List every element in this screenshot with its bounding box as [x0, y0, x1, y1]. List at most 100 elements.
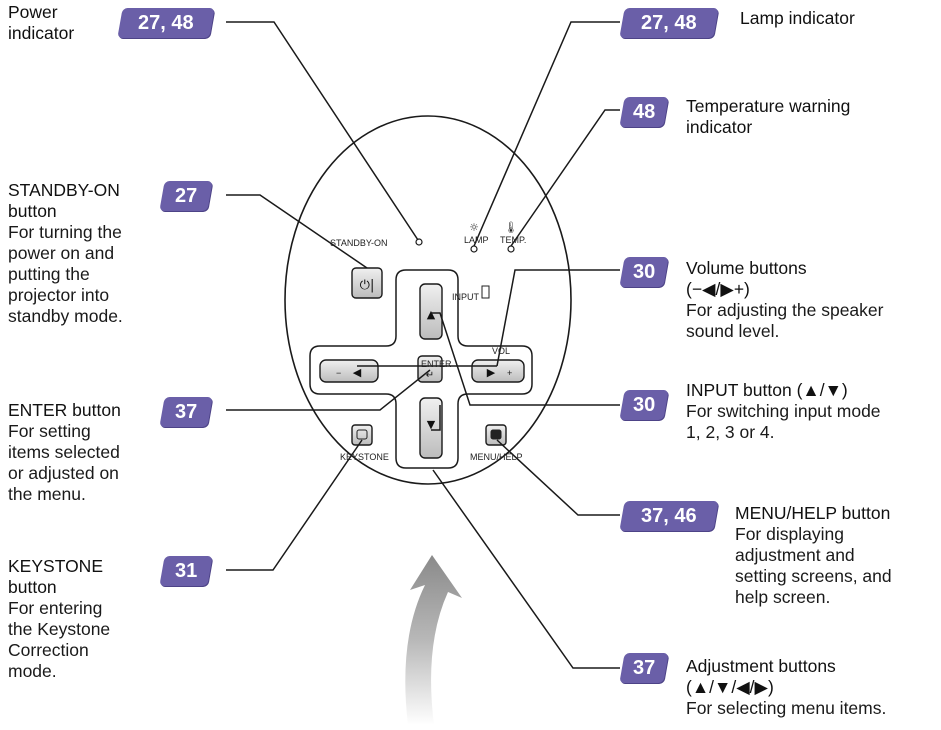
standby-title-line-1: STANDBY-ON	[8, 180, 120, 200]
enter-icon: ↵	[426, 370, 434, 381]
leader-input-2	[431, 405, 441, 431]
panel-plus-label: +	[507, 368, 512, 378]
right-arrow-icon: ▶	[487, 366, 496, 379]
volume-desc-line-2: sound level.	[686, 321, 780, 341]
page-ref-badge-temp: 48	[619, 97, 669, 127]
page-ref-badge-lamp: 27, 48	[619, 8, 719, 38]
page-ref-badge-power: 27, 48	[117, 8, 215, 38]
panel-vol-label: VOL	[492, 346, 510, 356]
keystone-desc-line-1: For entering	[8, 598, 103, 618]
standby-on-label: STANDBY-ON button For turning the power …	[8, 180, 123, 327]
leader-keystone	[226, 439, 363, 571]
standby-desc-line-1: For turning the	[8, 222, 122, 242]
page-ref-badge-enter: 37	[159, 397, 213, 427]
adjust-title-line-1: Adjustment buttons	[686, 656, 836, 676]
volume-minus-button[interactable]	[319, 359, 379, 383]
standby-desc-line-4: projector into	[8, 285, 110, 305]
keystone-desc-line-4: mode.	[8, 661, 57, 681]
input-desc-line-1: For switching input mode	[686, 401, 881, 421]
temp-label-line-1: Temperature warning	[686, 96, 851, 116]
enter-desc-line-4: the menu.	[8, 484, 86, 504]
power-indicator-led	[415, 238, 423, 246]
page-ref-badge-keystone: 31	[159, 556, 213, 586]
down-arrow-icon: ▼	[427, 418, 436, 431]
panel-keystone-label: KEYSTONE	[340, 452, 389, 462]
volume-desc-line-1: For adjusting the speaker	[686, 300, 884, 320]
menu-desc-line-1: For displaying	[735, 524, 844, 544]
temp-label-line-2: indicator	[686, 117, 753, 137]
leader-enter	[226, 369, 431, 411]
orientation-arrow	[405, 555, 462, 725]
page-ref-badge-menu: 37, 46	[619, 501, 719, 531]
left-arrow-icon: ◀	[353, 366, 362, 379]
panel-minus-label: −	[336, 368, 341, 378]
panel-input-label: INPUT	[452, 292, 480, 302]
leader-input	[431, 312, 620, 406]
menu-desc-line-3: setting screens, and	[735, 566, 892, 586]
volume-title-line-2: (−◀/▶+)	[686, 279, 750, 299]
standby-title-line-2: button	[8, 201, 57, 221]
leader-temp	[510, 109, 620, 247]
power-label-line-1: Power	[8, 2, 58, 22]
power-label-line-2: indicator	[8, 23, 75, 43]
page-ref-badge-input: 30	[619, 390, 669, 420]
keystone-icon	[356, 429, 368, 440]
panel-enter-label: ENTER	[421, 359, 452, 369]
lamp-indicator-label: Lamp indicator	[740, 8, 855, 29]
leader-adjust	[432, 469, 620, 669]
panel-temp-label: TEMP.	[500, 235, 526, 245]
lamp-indicator-led	[470, 245, 478, 253]
lamp-icon: ☼	[469, 221, 479, 234]
enter-desc-line-1: For setting	[8, 421, 91, 441]
menu-title: MENU/HELP button	[735, 503, 891, 523]
enter-title: ENTER button	[8, 400, 121, 420]
leader-power	[226, 21, 419, 241]
panel-lamp-label: LAMP	[464, 235, 489, 245]
adjust-title-line-2: (▲/▼/◀/▶)	[686, 677, 774, 697]
temp-indicator-led	[507, 245, 515, 253]
keystone-button-label: KEYSTONE button For entering the Keyston…	[8, 556, 110, 682]
input-icon	[481, 285, 490, 299]
leader-lamp	[473, 21, 620, 247]
panel-standby-label: STANDBY-ON	[330, 238, 388, 248]
volume-title-line-1: Volume buttons	[686, 258, 807, 278]
standby-desc-line-3: putting the	[8, 264, 90, 284]
menu-icon	[490, 429, 502, 440]
leader-menu	[496, 439, 620, 516]
power-indicator-label: Power indicator	[8, 2, 74, 44]
menu-desc-line-2: adjustment and	[735, 545, 855, 565]
thermometer-icon: 🌡	[504, 221, 518, 234]
keystone-title-line-2: button	[8, 577, 57, 597]
temperature-indicator-label: Temperature warning indicator	[686, 96, 850, 138]
up-arrow-icon: ▲	[427, 308, 436, 321]
panel-menu-label: MENU/HELP	[470, 452, 523, 462]
menu-help-label: MENU/HELP button For displaying adjustme…	[735, 503, 892, 608]
power-icon: ⏻|	[360, 278, 375, 293]
lamp-label-text: Lamp indicator	[740, 8, 855, 28]
up-input-button[interactable]	[419, 283, 443, 340]
enter-desc-line-3: or adjusted on	[8, 463, 119, 483]
keystone-title-line-1: KEYSTONE	[8, 556, 103, 576]
page-ref-badge-standby: 27	[159, 181, 213, 211]
keystone-desc-line-3: Correction	[8, 640, 89, 660]
input-title: INPUT button (▲/▼)	[686, 380, 848, 400]
menu-desc-line-4: help screen.	[735, 587, 831, 607]
down-input-button[interactable]	[419, 397, 443, 459]
enter-button-label: ENTER button For setting items selected …	[8, 400, 121, 505]
keystone-desc-line-2: the Keystone	[8, 619, 111, 639]
keystone-button[interactable]	[351, 424, 373, 446]
leader-lines	[226, 21, 620, 669]
adjust-desc: For selecting menu items.	[686, 698, 887, 718]
page-ref-badge-adjust: 37	[619, 653, 669, 683]
leader-standby	[226, 194, 368, 269]
volume-buttons-label: Volume buttons (−◀/▶+) For adjusting the…	[686, 258, 883, 342]
input-button-label: INPUT button (▲/▼) For switching input m…	[686, 380, 881, 443]
adjustment-buttons-label: Adjustment buttons (▲/▼/◀/▶) For selecti…	[686, 656, 886, 719]
input-desc-line-2: 1, 2, 3 or 4.	[686, 422, 775, 442]
standby-desc-line-2: power on and	[8, 243, 115, 263]
leader-volume	[496, 269, 620, 367]
page-ref-badge-volume: 30	[619, 257, 669, 287]
enter-desc-line-2: items selected	[8, 442, 120, 462]
